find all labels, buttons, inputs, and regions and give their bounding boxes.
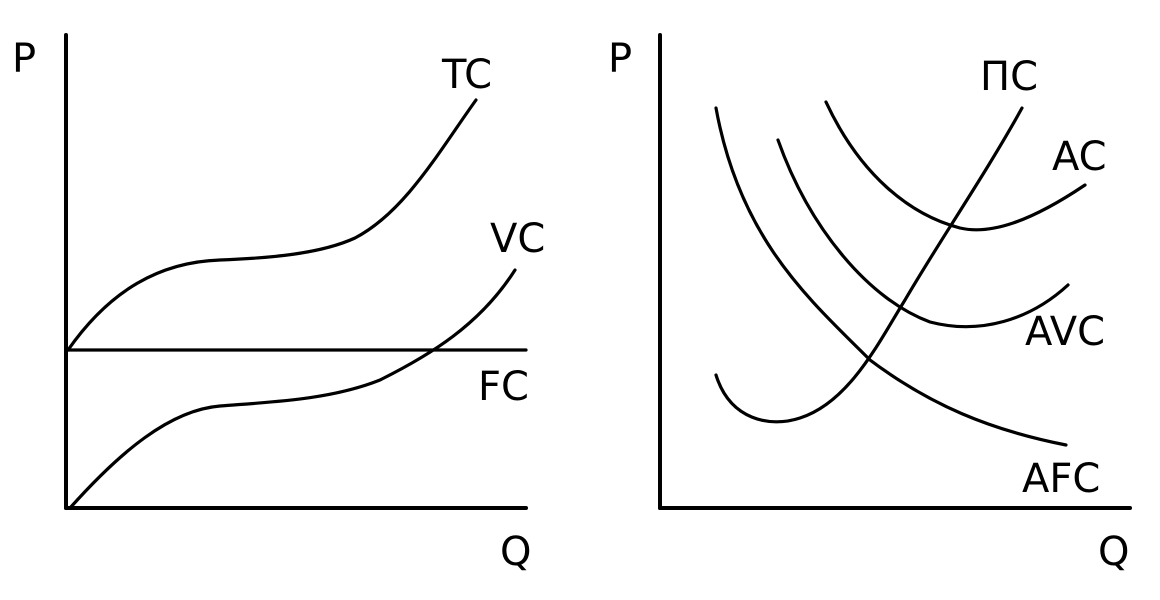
- right-panel: P Q ПC AC AVC AFC: [608, 33, 1132, 575]
- vc-label: VC: [490, 216, 545, 262]
- left-y-axis-label: P: [12, 36, 36, 82]
- avc-curve: [776, 138, 1070, 329]
- ac-curve: [824, 100, 1087, 232]
- right-x-axis-label: Q: [1098, 529, 1129, 575]
- right-y-axis-label: P: [608, 36, 632, 82]
- left-panel: P Q TC VC FC: [12, 33, 545, 575]
- afc-curve: [714, 106, 1068, 447]
- tc-label: TC: [441, 52, 492, 98]
- ac-label: AC: [1052, 134, 1107, 180]
- vc-curve: [68, 268, 517, 510]
- afc-label: AFC: [1022, 456, 1100, 502]
- mc-curve: [714, 106, 1024, 424]
- left-x-axis-label: Q: [500, 529, 531, 575]
- fc-label: FC: [478, 364, 529, 410]
- mc-label: ПC: [980, 54, 1038, 100]
- tc-curve: [66, 98, 478, 352]
- avc-label: AVC: [1025, 309, 1105, 355]
